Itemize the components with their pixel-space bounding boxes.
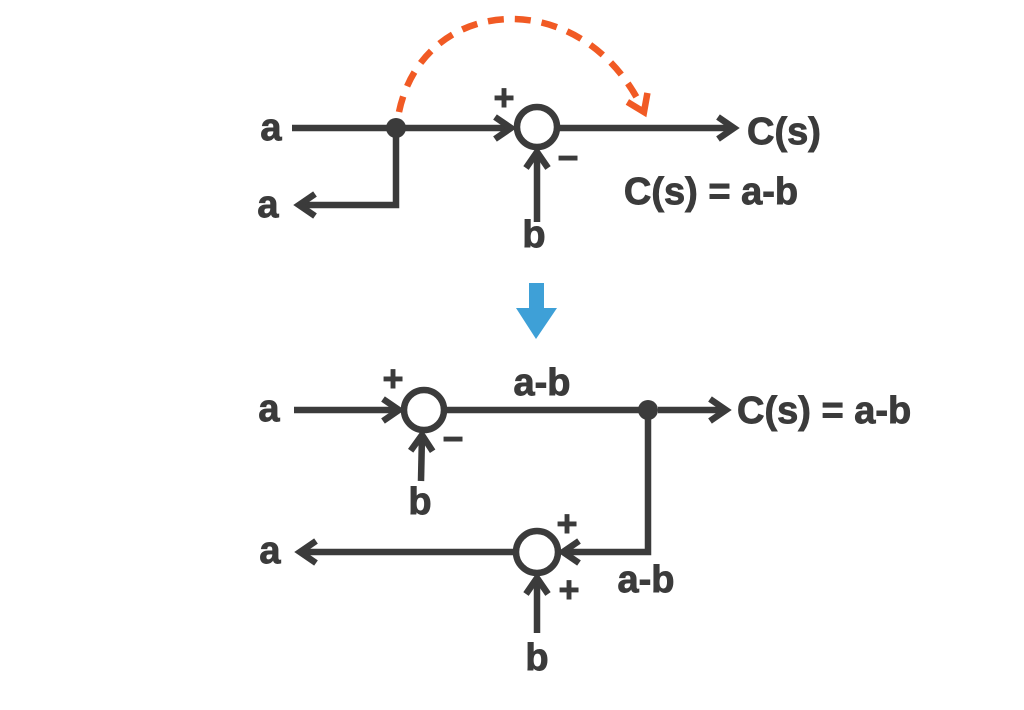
top-input-label: a [260, 107, 282, 149]
bottom-input-label: a [258, 388, 280, 430]
sum1-b-input-label: b [408, 481, 431, 523]
sum1-plus-sign: + [382, 358, 403, 399]
restored-output-label: a [259, 530, 281, 572]
top-equation: C(s) = a-b [624, 171, 798, 213]
top-sum-plus-sign: + [493, 77, 514, 118]
top-summing-junction [513, 103, 561, 151]
top-branch-output-label: a [257, 184, 279, 226]
move-takeoff-highlight-arc [395, 15, 651, 118]
sum1-minus-sign: − [442, 418, 463, 459]
feedback-signal-label: a-b [618, 559, 675, 601]
takeoff-branch-wire [293, 134, 400, 219]
feedback-branch-wire [557, 418, 652, 566]
sum2-plus-right-sign: + [556, 503, 577, 544]
sum1-b-input-wire [408, 429, 436, 482]
bottom-output-equation: C(s) = a-b [737, 390, 911, 432]
sum2-plus-bottom-sign: + [558, 569, 579, 610]
equivalent-diagram: a + − b a-b C(s) = a-b a-b + + b a [258, 358, 912, 680]
takeoff-point-dot [386, 118, 406, 138]
bottom-summing-junction-2 [512, 527, 562, 577]
original-diagram: a a + − b C(s) C(s) = a-b [257, 15, 821, 256]
bottom-summing-junction-1 [400, 386, 448, 434]
new-takeoff-point-dot [638, 400, 658, 420]
top-output-label: C(s) [747, 111, 821, 153]
top-b-input-label: b [522, 214, 545, 256]
sum2-b-input-label: b [525, 637, 548, 679]
transform-down-arrow [516, 283, 557, 339]
top-sum-minus-sign: − [557, 137, 578, 178]
signal-label: a-b [514, 362, 571, 404]
transform-step [516, 283, 557, 339]
